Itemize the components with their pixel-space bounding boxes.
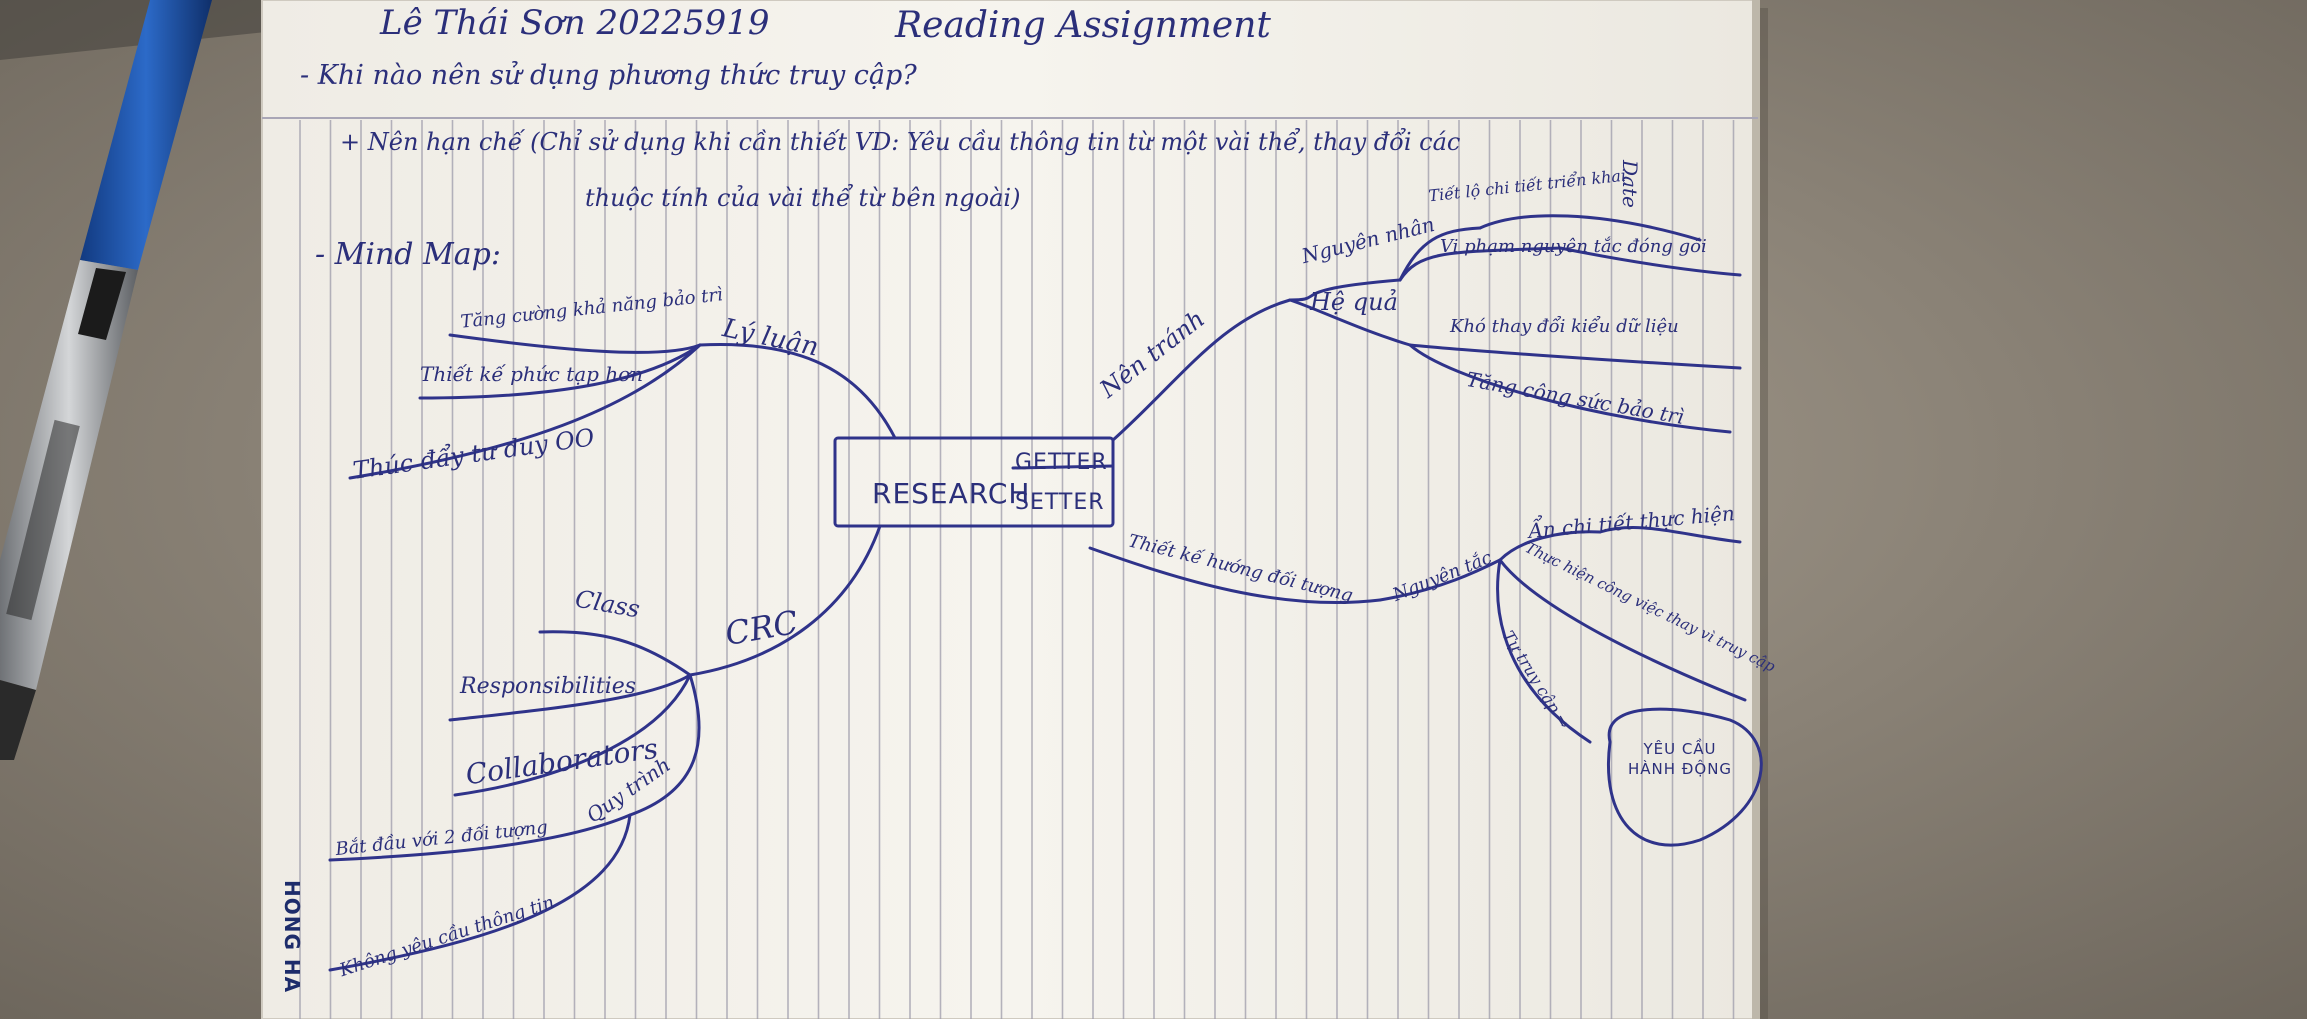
mindmap-lines <box>328 214 1763 972</box>
center-box <box>833 436 1115 528</box>
center-getter-label: GETTER <box>1015 450 1108 475</box>
ruled-lines <box>299 120 1735 1019</box>
crc-item-responsibilities: Responsibilities <box>460 674 637 699</box>
center-research-label: RESEARCH <box>872 477 1031 510</box>
bubble-text: YÊU CẦU HÀNH ĐỘNG <box>1627 740 1733 778</box>
notebook-brand: HONG HA <box>280 880 304 994</box>
action-bubble <box>1607 707 1763 847</box>
nguyen-nhan-item-2: Vi phạm nguyên tắc đóng gói <box>1440 236 1707 257</box>
center-setter-label: SETTER <box>1015 490 1105 515</box>
ly-luan-item-2: Thiết kế phức tạp hơn <box>420 362 644 386</box>
answer-line-2: thuộc tính của vài thể từ bên ngoài) <box>585 184 1021 212</box>
blue-pen <box>0 0 212 760</box>
mindmap-heading: - Mind Map: <box>315 237 501 272</box>
assignment-title: Reading Assignment <box>895 5 1271 46</box>
he-qua-label: Hệ quả <box>1310 288 1398 316</box>
page-edge <box>1752 0 1760 1019</box>
answer-line-1: + Nên hạn chế (Chỉ sử dụng khi cần thiết… <box>340 128 1461 156</box>
notebook-page <box>261 0 1759 1019</box>
question-line: - Khi nào nên sử dụng phương thức truy c… <box>300 60 917 91</box>
he-qua-item-1: Khó thay đổi kiểu dữ liệu <box>1450 316 1679 337</box>
author-line: Lê Thái Sơn 20225919 <box>380 3 770 43</box>
